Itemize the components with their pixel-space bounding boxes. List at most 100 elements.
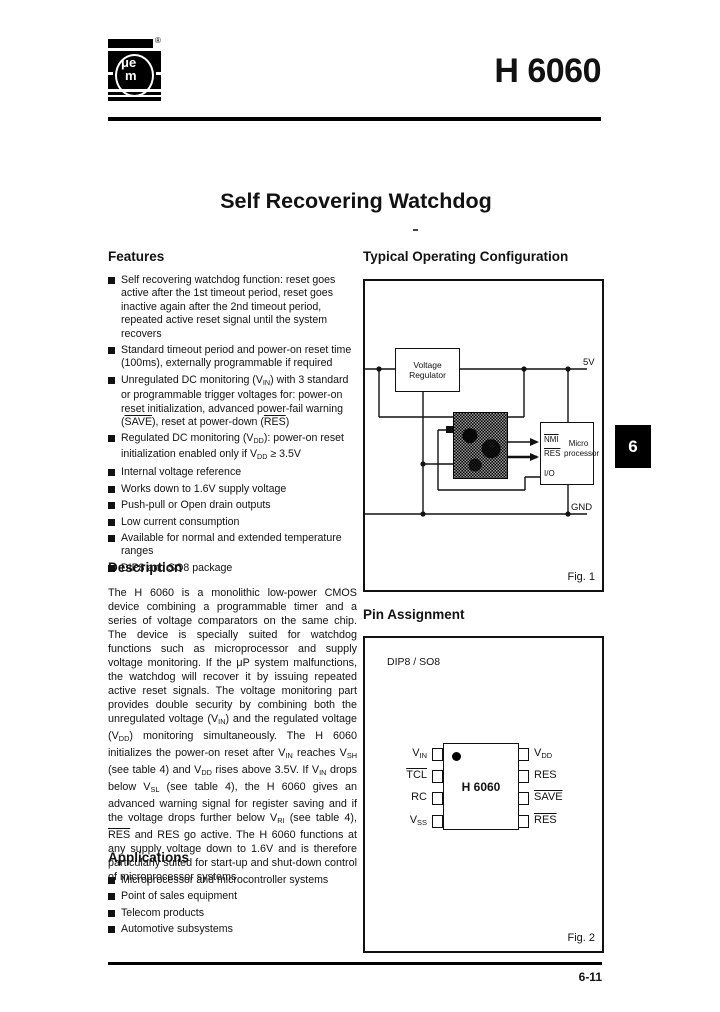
feature-item: Available for normal and extended temper… [108, 532, 358, 559]
application-item: Telecom products [108, 907, 358, 920]
bullet-square-icon [108, 518, 115, 526]
part-number: H 6060 [494, 52, 601, 90]
bullet-square-icon [108, 485, 115, 493]
res-pin-label: RES [544, 449, 561, 458]
feature-item: Self recovering watchdog function: reset… [108, 274, 358, 341]
feature-text: Available for normal and extended temper… [121, 531, 342, 558]
application-text: Automotive subsystems [121, 923, 233, 936]
pin-label-vin: VIN [412, 747, 427, 761]
bullet-square-icon [108, 564, 115, 572]
feature-item: Regulated DC monitoring (VDD): power-on … [108, 432, 358, 463]
pin-assignment-figure: DIP8 / SO8 H 6060 VIN TCL RC VSS VDD RES… [363, 636, 604, 953]
feature-text: DIP8 and SO8 package [121, 561, 233, 574]
logo-top-bar [108, 39, 153, 48]
pin-label-vdd: VDD [534, 747, 553, 761]
pin-label-save: SAVE [534, 791, 563, 803]
feature-text: Standard timeout period and power-on res… [121, 344, 352, 370]
circuit-wires [365, 366, 587, 517]
header-rule [108, 117, 601, 121]
gnd-label: GND [571, 502, 593, 513]
feature-text: Internal voltage reference [121, 466, 242, 479]
description-heading: Description [108, 560, 183, 575]
pin-label-rc: RC [411, 791, 427, 803]
registered-mark: ® [155, 36, 161, 45]
feature-text: Push-pull or Open drain outputs [121, 499, 271, 512]
pin-rect [432, 815, 443, 828]
application-text: Point of sales equipment [121, 890, 238, 903]
package-label: DIP8 / SO8 [387, 656, 441, 668]
application-item: Automotive subsystems [108, 923, 358, 936]
application-text: Telecom products [121, 906, 205, 919]
bullet-square-icon [108, 376, 115, 384]
page-number: 6-11 [578, 970, 602, 984]
fig1-caption: Fig. 1 [567, 571, 595, 583]
pin-rect [432, 792, 443, 805]
features-heading: Features [108, 249, 165, 264]
pin-rect [432, 770, 443, 783]
pin-rect [518, 815, 529, 828]
feature-text: Self recovering watchdog function: reset… [121, 274, 336, 340]
application-item: Point of sales equipment [108, 890, 358, 903]
pin-rect [518, 748, 529, 761]
rail-5v-label: 5V [583, 357, 595, 368]
logo-block: μe m [108, 51, 161, 101]
fig1-heading: Typical Operating Configuration [363, 249, 569, 264]
pin-label-vss: VSS [409, 814, 427, 828]
bullet-square-icon [108, 909, 115, 917]
microprocessor-label: Micro processor [564, 439, 600, 458]
nmi-pin-label: NMI [544, 435, 559, 444]
dip-chip-outline: H 6060 [443, 743, 519, 830]
bullet-square-icon [108, 435, 115, 443]
features-list: Self recovering watchdog function: reset… [108, 274, 358, 578]
feature-text: Low current consumption [121, 515, 240, 528]
voltage-regulator-block: Voltage Regulator [395, 348, 460, 392]
feature-item: Push-pull or Open drain outputs [108, 499, 358, 512]
manufacturer-logo: ® μe m [108, 36, 162, 103]
pin-rect [432, 748, 443, 761]
chip-label: H 6060 [461, 779, 501, 794]
applications-heading: Applications [108, 850, 190, 865]
feature-item: DIP8 and SO8 package [108, 562, 358, 575]
pin-rect [518, 792, 529, 805]
footer-rule [108, 962, 602, 965]
fig2-caption: Fig. 2 [567, 932, 595, 944]
section-tab: 6 [615, 425, 651, 468]
application-text: Microprocessor and microcontroller syste… [121, 874, 329, 886]
feature-text: Unregulated DC monitoring (VIN) with 3 s… [121, 373, 349, 429]
logo-text-bottom: m [125, 68, 137, 83]
bullet-square-icon [108, 502, 115, 510]
bullet-square-icon [108, 469, 115, 477]
logo-stripe [108, 94, 161, 97]
io-pin-label: I/O [544, 469, 555, 478]
pin1-dot-icon [452, 752, 461, 761]
pin-label-res: RES [534, 769, 557, 781]
bullet-square-icon [108, 347, 115, 355]
typical-operating-configuration-figure: Voltage Regulator NMI RES I/O Micro proc… [363, 279, 604, 592]
bullet-square-icon [108, 534, 115, 542]
bullet-square-icon [108, 877, 115, 884]
applications-list: Microprocessor and microcontroller syste… [108, 874, 358, 940]
microprocessor-block: NMI RES I/O Micro processor [540, 422, 600, 485]
logo-tick [156, 72, 161, 75]
bullet-square-icon [108, 926, 115, 934]
feature-item: Internal voltage reference [108, 466, 358, 479]
feature-item: Unregulated DC monitoring (VIN) with 3 s… [108, 374, 358, 430]
bullet-square-icon [108, 893, 115, 901]
feature-text: Regulated DC monitoring (VDD): power-on … [121, 432, 344, 461]
pin-assignment-heading: Pin Assignment [363, 607, 465, 622]
page-title: Self Recovering Watchdog [220, 189, 492, 213]
feature-item: Standard timeout period and power-on res… [108, 344, 358, 371]
application-item: Microprocessor and microcontroller syste… [108, 874, 358, 887]
scan-artifact-dash [413, 229, 418, 231]
pin-rect [518, 770, 529, 783]
description-paragraph: The H 6060 is a monolithic low-power CMO… [108, 587, 358, 884]
h6060-chip-block [453, 412, 508, 479]
bullet-square-icon [108, 277, 115, 284]
pin-label-tcl: TCL [406, 769, 427, 781]
feature-item: Works down to 1.6V supply voltage [108, 483, 358, 496]
logo-tick [108, 72, 113, 75]
logo-text-top: μe [121, 55, 137, 70]
feature-item: Low current consumption [108, 516, 358, 529]
logo-stripe [108, 89, 161, 92]
pin-label-res-bar: RES [534, 814, 557, 826]
